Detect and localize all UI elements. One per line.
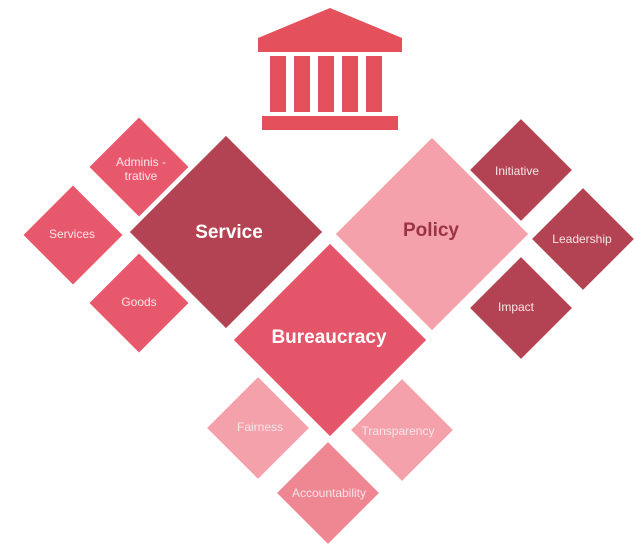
impact-label: Impact: [497, 300, 535, 315]
leadership-label: Leadership: [552, 232, 612, 247]
fairness-label: Fairness: [236, 420, 284, 435]
goods-label: Goods: [121, 295, 157, 310]
initiative-label: Initiative: [494, 164, 540, 179]
administrative-label: Adminis - trative: [115, 155, 167, 183]
accountability-label: Accountability: [291, 486, 367, 501]
policy-label: Policy: [403, 220, 459, 242]
bureaucracy-label: Bureaucracy: [271, 327, 387, 349]
transparency-label: Transparency: [361, 424, 435, 439]
services-label: Services: [48, 227, 96, 242]
service-label: Service: [195, 222, 263, 244]
